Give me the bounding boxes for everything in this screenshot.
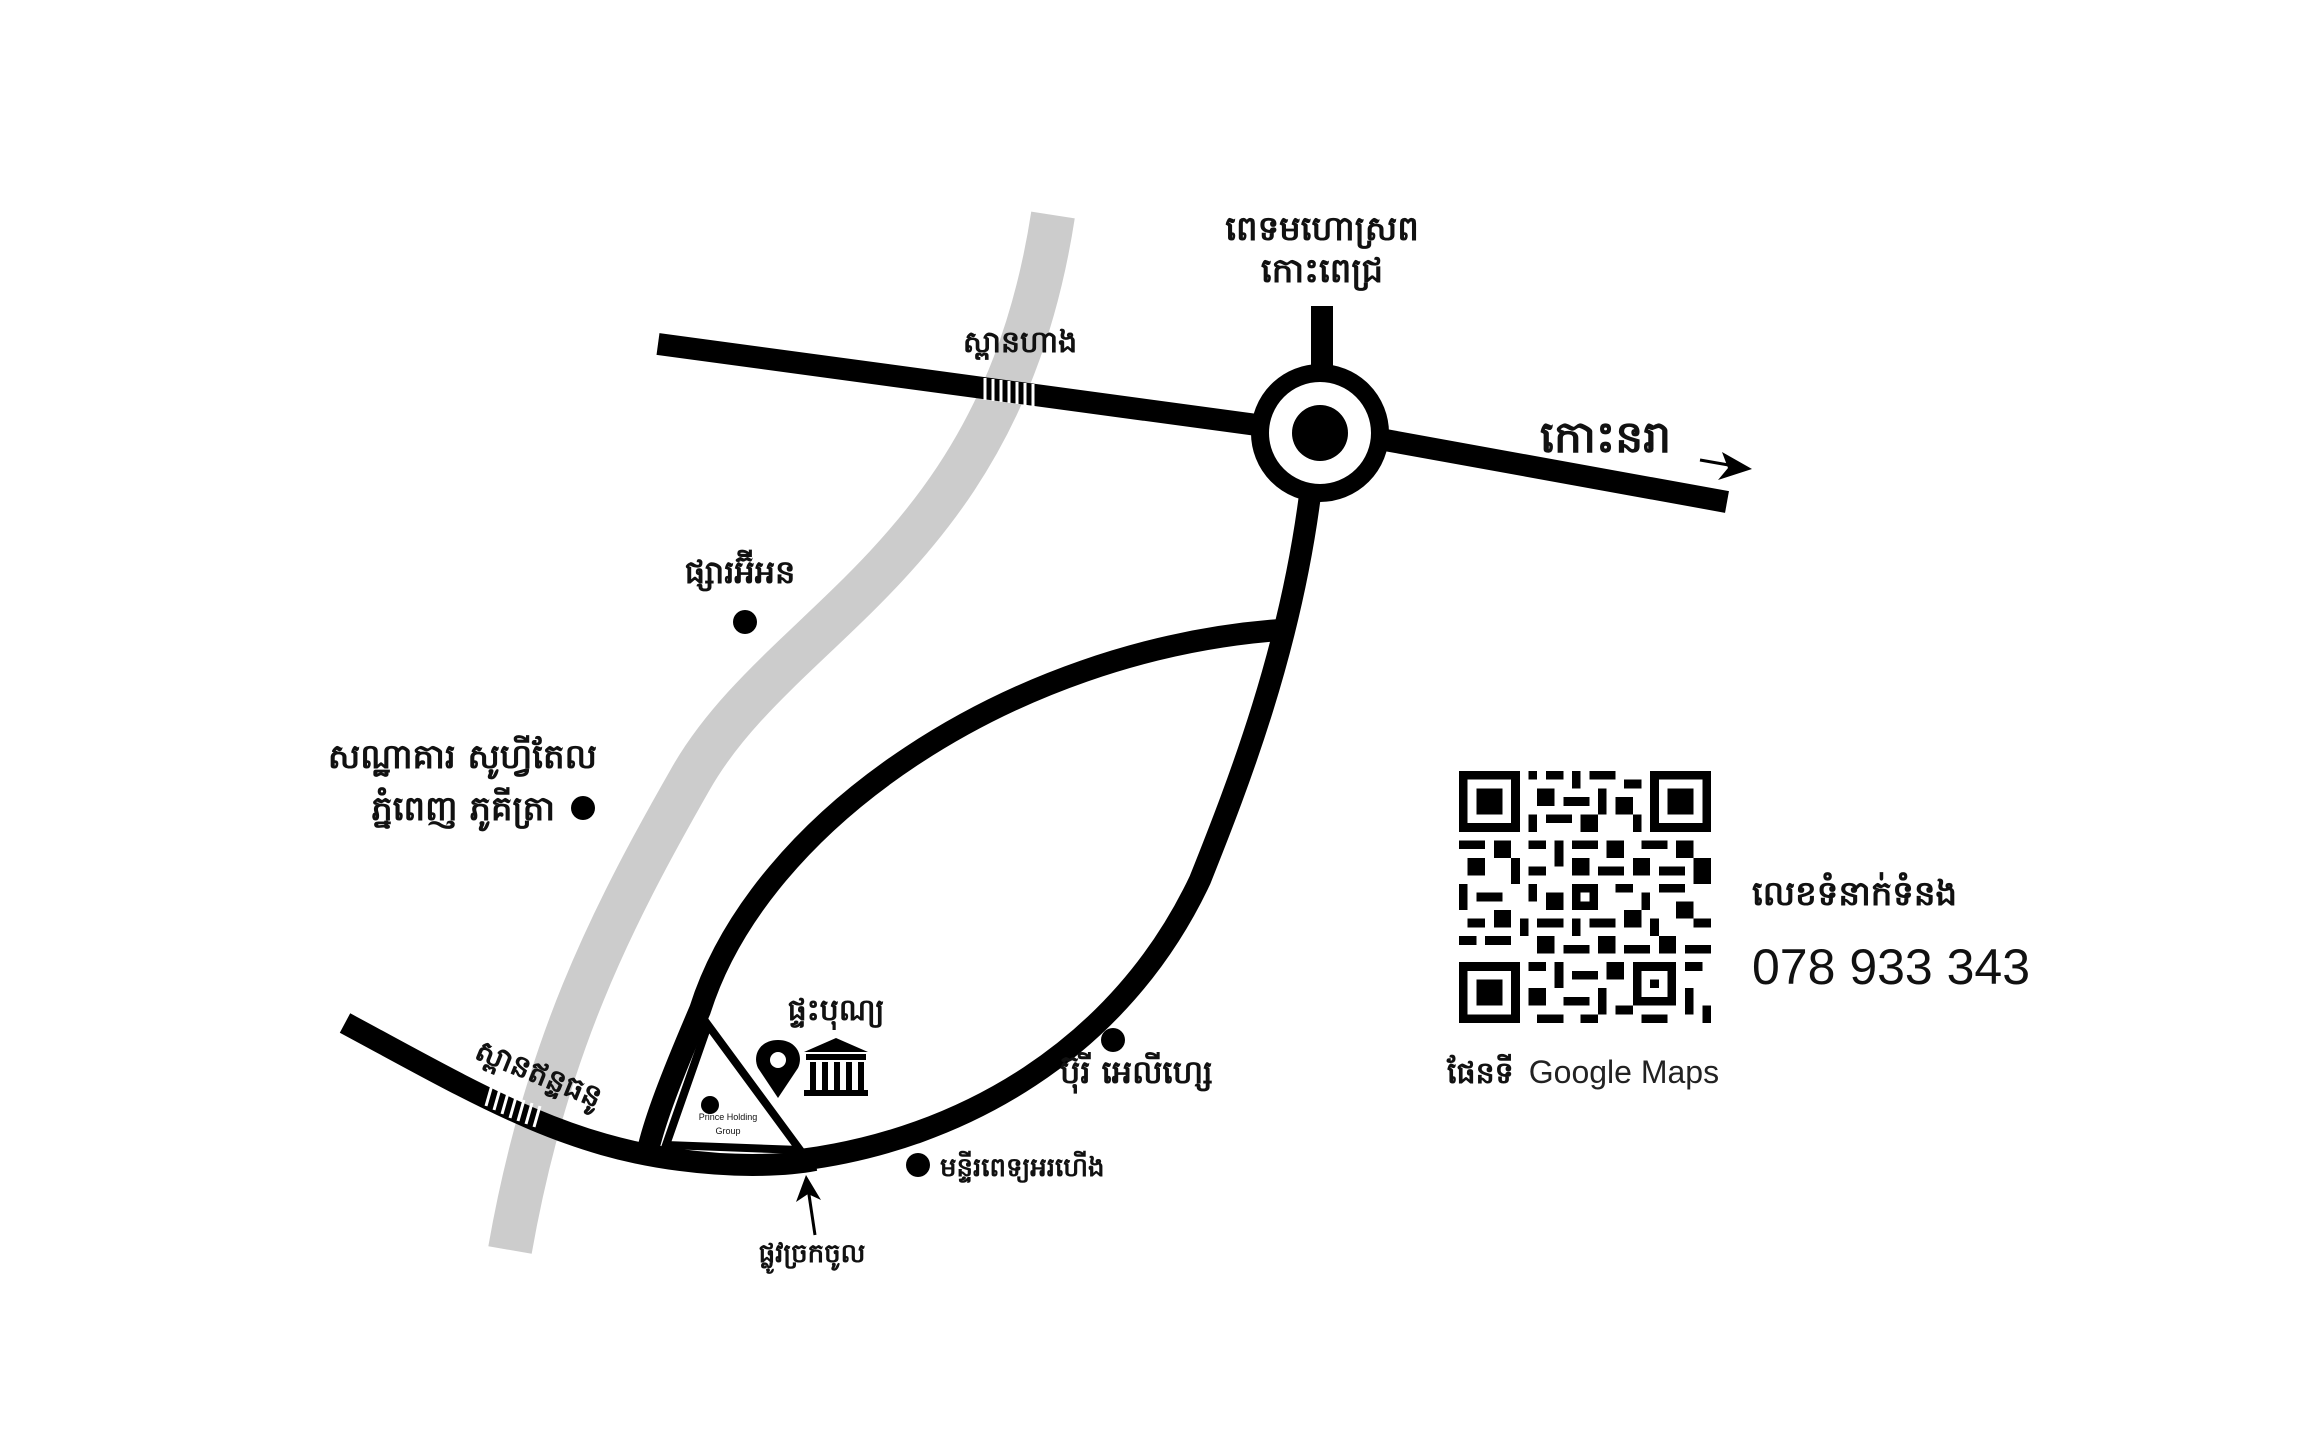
hotel-label-line1: សណ្ឋាគារ សូហ្វីតែល <box>328 735 597 780</box>
hospital-label-line1: ពេទមហោស្រព <box>1225 209 1419 249</box>
road-inner-curve <box>637 619 1281 1153</box>
road-east <box>1383 429 1729 513</box>
prince-label-line1: Prince Holding <box>699 1112 758 1122</box>
eli-label: ប៊ុរី អេលីហ្សេ <box>1060 1052 1213 1094</box>
market-label: ផ្សារអ៊ីអន <box>685 549 796 592</box>
bridge-bottom-hatch <box>484 1084 542 1128</box>
contact-title: លេខទំនាក់ទំនង <box>1752 874 1958 914</box>
maps-label-en: Google Maps <box>1528 1054 1720 1090</box>
hotel-label-line2: ភ្នំពេញ ភូគីត្រា <box>371 787 555 832</box>
river <box>488 211 1075 1254</box>
koh-norea-label: កោះនរា <box>1540 412 1671 463</box>
google-maps-caption: ផែនទី Google Maps <box>1447 1054 1719 1098</box>
roundabout-center <box>1292 405 1348 461</box>
bridge-top-hatch <box>983 378 1035 406</box>
entrance-label: ផ្លូវច្រកចូល <box>759 1239 866 1274</box>
prince-triangle <box>660 1016 809 1155</box>
house-label: ផ្ទះបុណ្យ <box>788 993 885 1031</box>
market-dot <box>733 610 757 634</box>
eli-dot <box>1101 1028 1125 1052</box>
arrow-up-icon <box>796 1175 821 1236</box>
location-pin-icon <box>756 1040 800 1098</box>
maps-label-kh: ផែនទី <box>1447 1056 1514 1091</box>
road-bottom <box>339 1013 818 1176</box>
prince-label-line2: Group <box>715 1126 740 1136</box>
qr-code[interactable] <box>1459 771 1711 1023</box>
prince-dot <box>701 1096 719 1114</box>
hospital-label-line2: កោះពេជ្រ <box>1261 251 1383 291</box>
road-top <box>656 333 1259 436</box>
hospital-bottom-label: មន្ទីរពេទ្យអរហើង <box>940 1150 1105 1183</box>
bridge-top-label: ស្ពានហាង <box>963 325 1077 360</box>
road-south <box>798 493 1321 1171</box>
hotel-dot <box>571 796 595 820</box>
contact-phone[interactable]: 078 933 343 <box>1752 939 2031 995</box>
arrow-right-icon <box>1699 452 1752 480</box>
temple-icon <box>804 1038 868 1096</box>
hospital-bottom-dot <box>906 1153 930 1177</box>
